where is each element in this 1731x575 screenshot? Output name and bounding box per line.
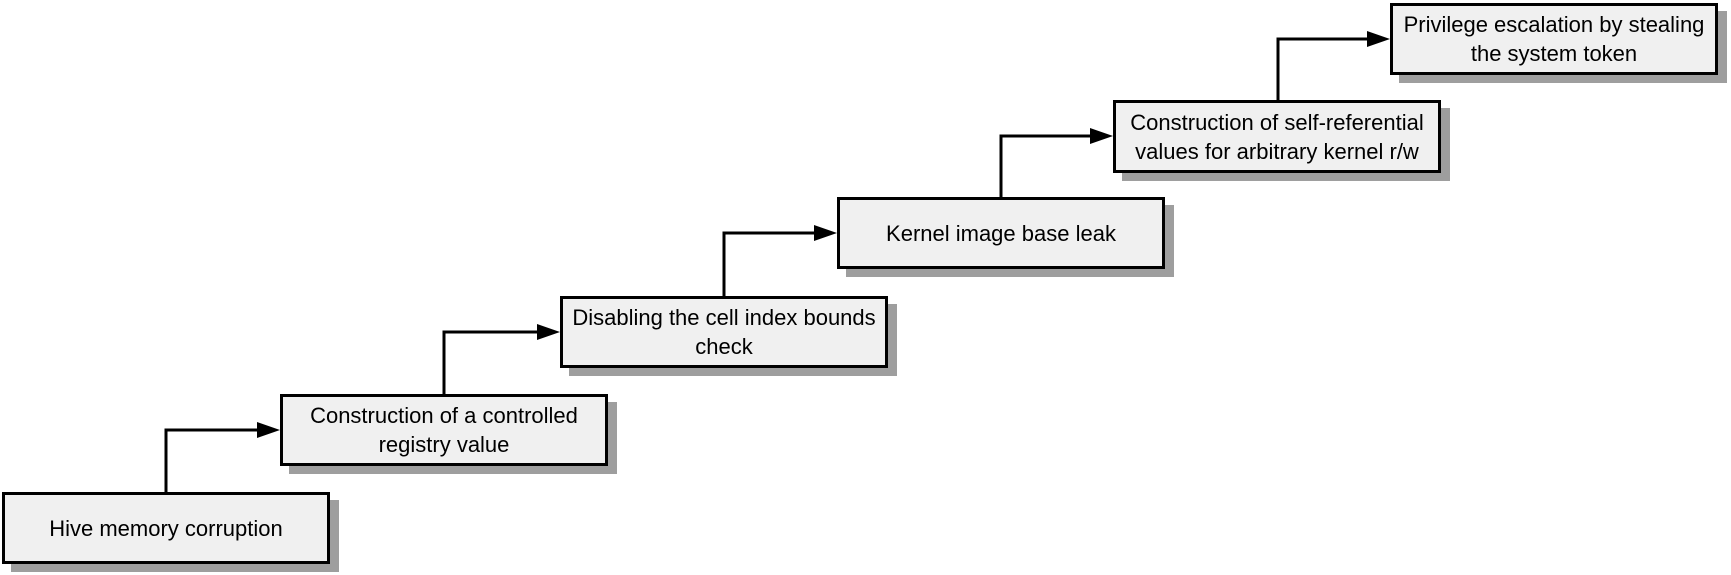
node-label: Disabling the cell index bounds check bbox=[572, 305, 876, 359]
edge-arrow-5 bbox=[1276, 31, 1390, 100]
node-label: Privilege escalation by stealing the sys… bbox=[1403, 12, 1705, 66]
edge-arrow-4 bbox=[999, 128, 1113, 197]
node-kernel-image-base-leak: Kernel image base leak bbox=[837, 197, 1165, 269]
edge-arrow-1 bbox=[164, 422, 280, 492]
node-hive-memory-corruption: Hive memory corruption bbox=[2, 492, 330, 564]
node-privilege-escalation-system-token: Privilege escalation by stealing the sys… bbox=[1390, 3, 1718, 75]
edge-arrow-2 bbox=[442, 324, 560, 394]
node-label: Kernel image base leak bbox=[886, 220, 1116, 246]
node-label: Hive memory corruption bbox=[49, 515, 283, 541]
node-controlled-registry-value: Construction of a controlled registry va… bbox=[280, 394, 608, 466]
node-self-referential-values-kernel-rw: Construction of self-referential values … bbox=[1113, 100, 1441, 173]
node-label: Construction of self-referential values … bbox=[1130, 109, 1424, 164]
node-disabling-cell-index-bounds-check: Disabling the cell index bounds check bbox=[560, 296, 888, 368]
node-label: Construction of a controlled registry va… bbox=[310, 403, 578, 457]
edge-arrow-3 bbox=[722, 225, 837, 296]
